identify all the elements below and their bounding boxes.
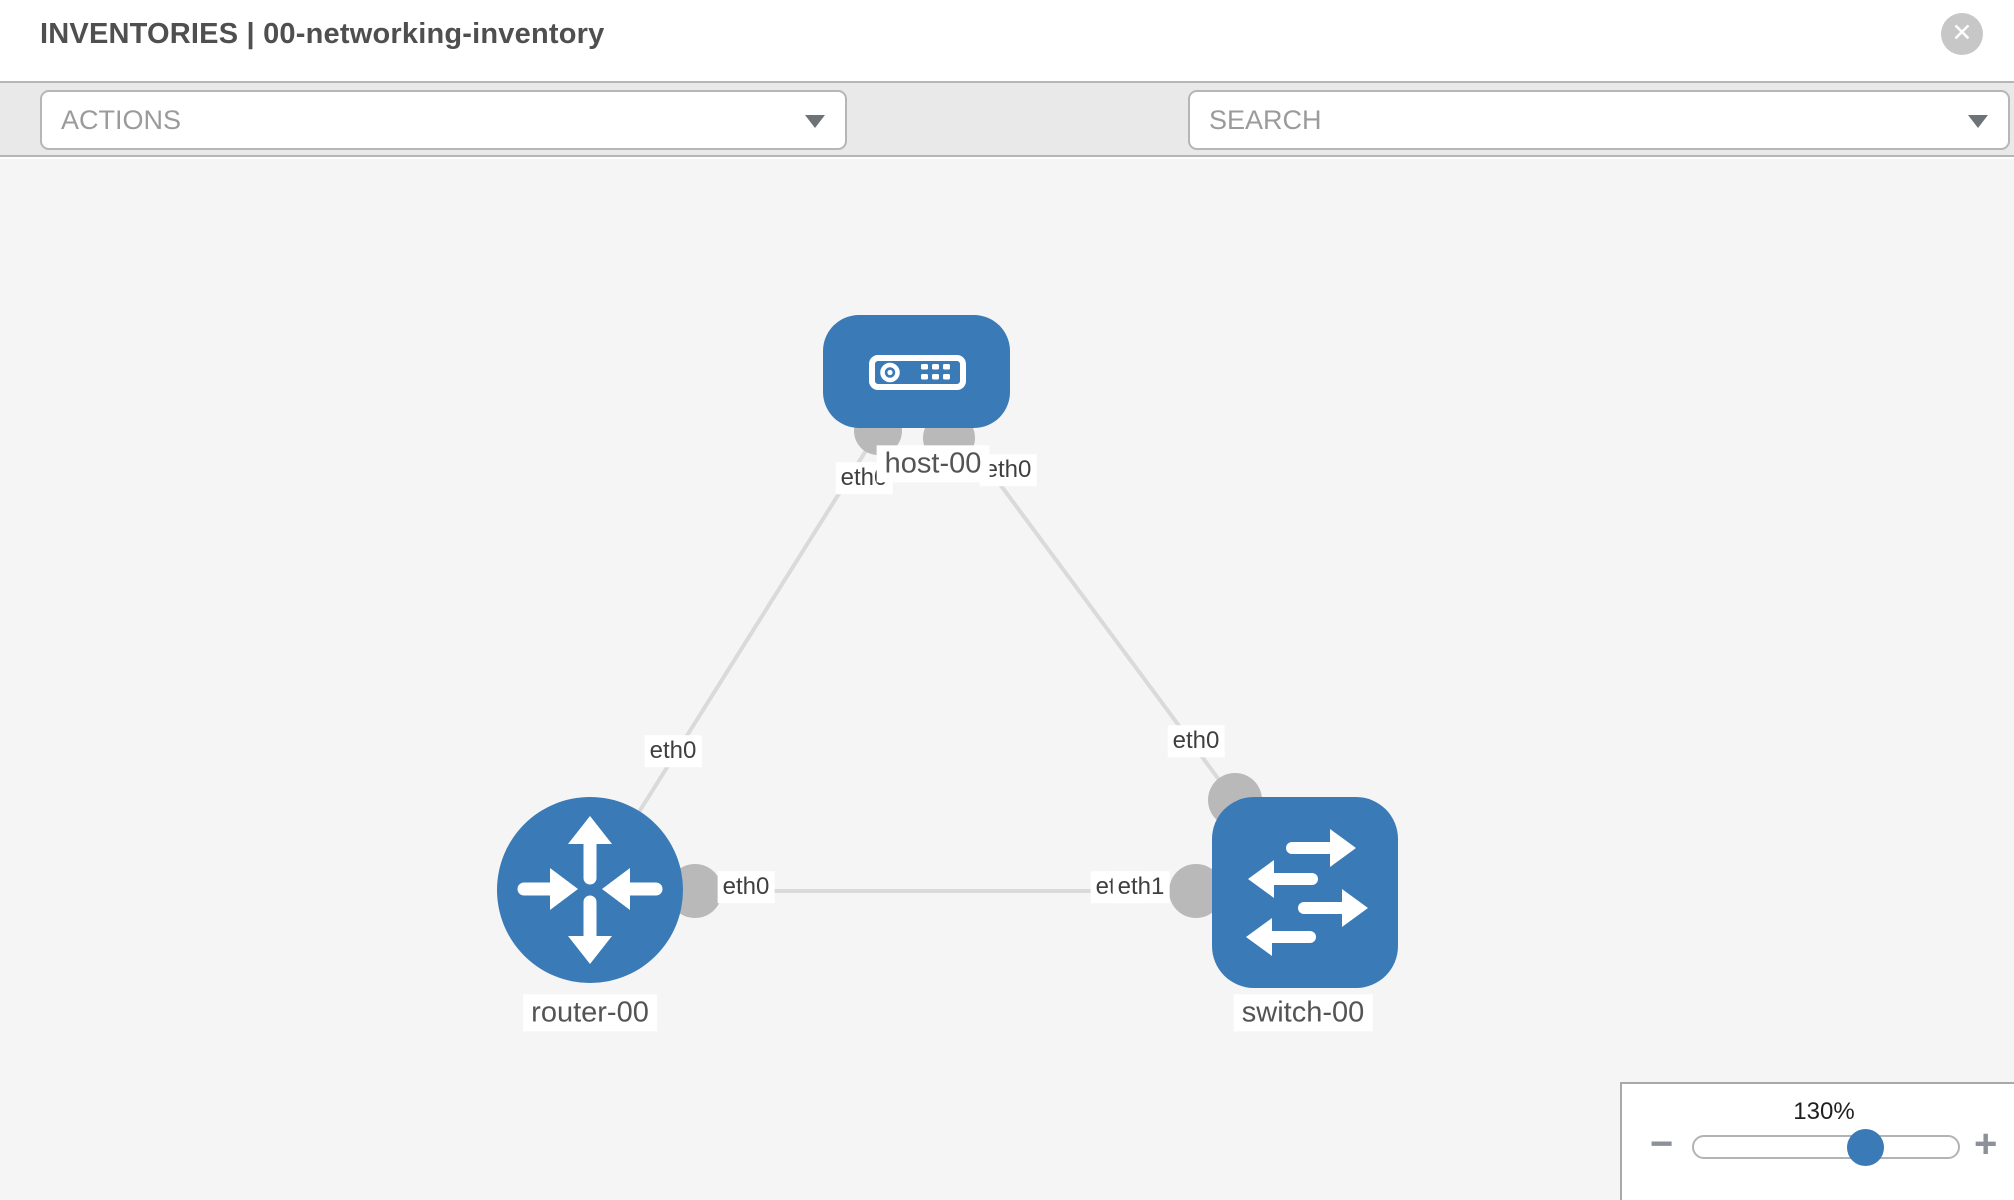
node-router-00[interactable] bbox=[497, 797, 683, 983]
topology-canvas[interactable]: eth0 eth0 eth0 eth0 eth0 eth0 eth1 host-… bbox=[0, 159, 2014, 1200]
close-button[interactable]: ✕ bbox=[1941, 13, 1983, 55]
connector-dots-layer bbox=[668, 407, 1262, 918]
actions-dropdown-label: ACTIONS bbox=[61, 104, 182, 135]
node-host-00[interactable] bbox=[823, 315, 1010, 428]
interface-label: eth1 bbox=[1112, 871, 1170, 903]
actions-dropdown[interactable]: ACTIONS bbox=[40, 90, 847, 150]
node-switch-00[interactable] bbox=[1212, 797, 1398, 988]
zoom-slider-thumb[interactable] bbox=[1846, 1129, 1884, 1166]
toolbar: ACTIONS SEARCH bbox=[0, 81, 2014, 222]
zoom-panel: 130% − + bbox=[1620, 1082, 2014, 1200]
interface-label: eth0 bbox=[644, 735, 702, 767]
search-dropdown-label: SEARCH bbox=[1209, 104, 1322, 135]
zoom-slider-track[interactable] bbox=[1692, 1129, 1960, 1166]
chevron-down-icon bbox=[1968, 115, 1988, 128]
page-header: INVENTORIES | 00-networking-inventory ✕ bbox=[0, 0, 2014, 81]
node-label-switch: switch-00 bbox=[1233, 994, 1373, 1032]
node-label-router: router-00 bbox=[523, 994, 657, 1032]
search-dropdown[interactable]: SEARCH bbox=[1188, 90, 2010, 150]
node-label-host: host-00 bbox=[876, 445, 990, 483]
interface-label: eth0 bbox=[717, 871, 775, 903]
chevron-down-icon bbox=[805, 115, 825, 128]
switch-icon bbox=[1246, 829, 1368, 956]
connector-dot[interactable] bbox=[1169, 864, 1223, 918]
link-host-router[interactable] bbox=[588, 369, 918, 892]
zoom-in-button[interactable]: + bbox=[1974, 1122, 1998, 1166]
page-title: INVENTORIES | 00-networking-inventory bbox=[40, 18, 605, 50]
interface-label: eth0 bbox=[1167, 725, 1225, 757]
close-icon: ✕ bbox=[1951, 18, 1973, 47]
zoom-level: 130% bbox=[1793, 1098, 1855, 1125]
router-icon bbox=[517, 816, 663, 964]
host-icon bbox=[869, 355, 966, 390]
zoom-out-button[interactable]: − bbox=[1650, 1122, 1674, 1166]
